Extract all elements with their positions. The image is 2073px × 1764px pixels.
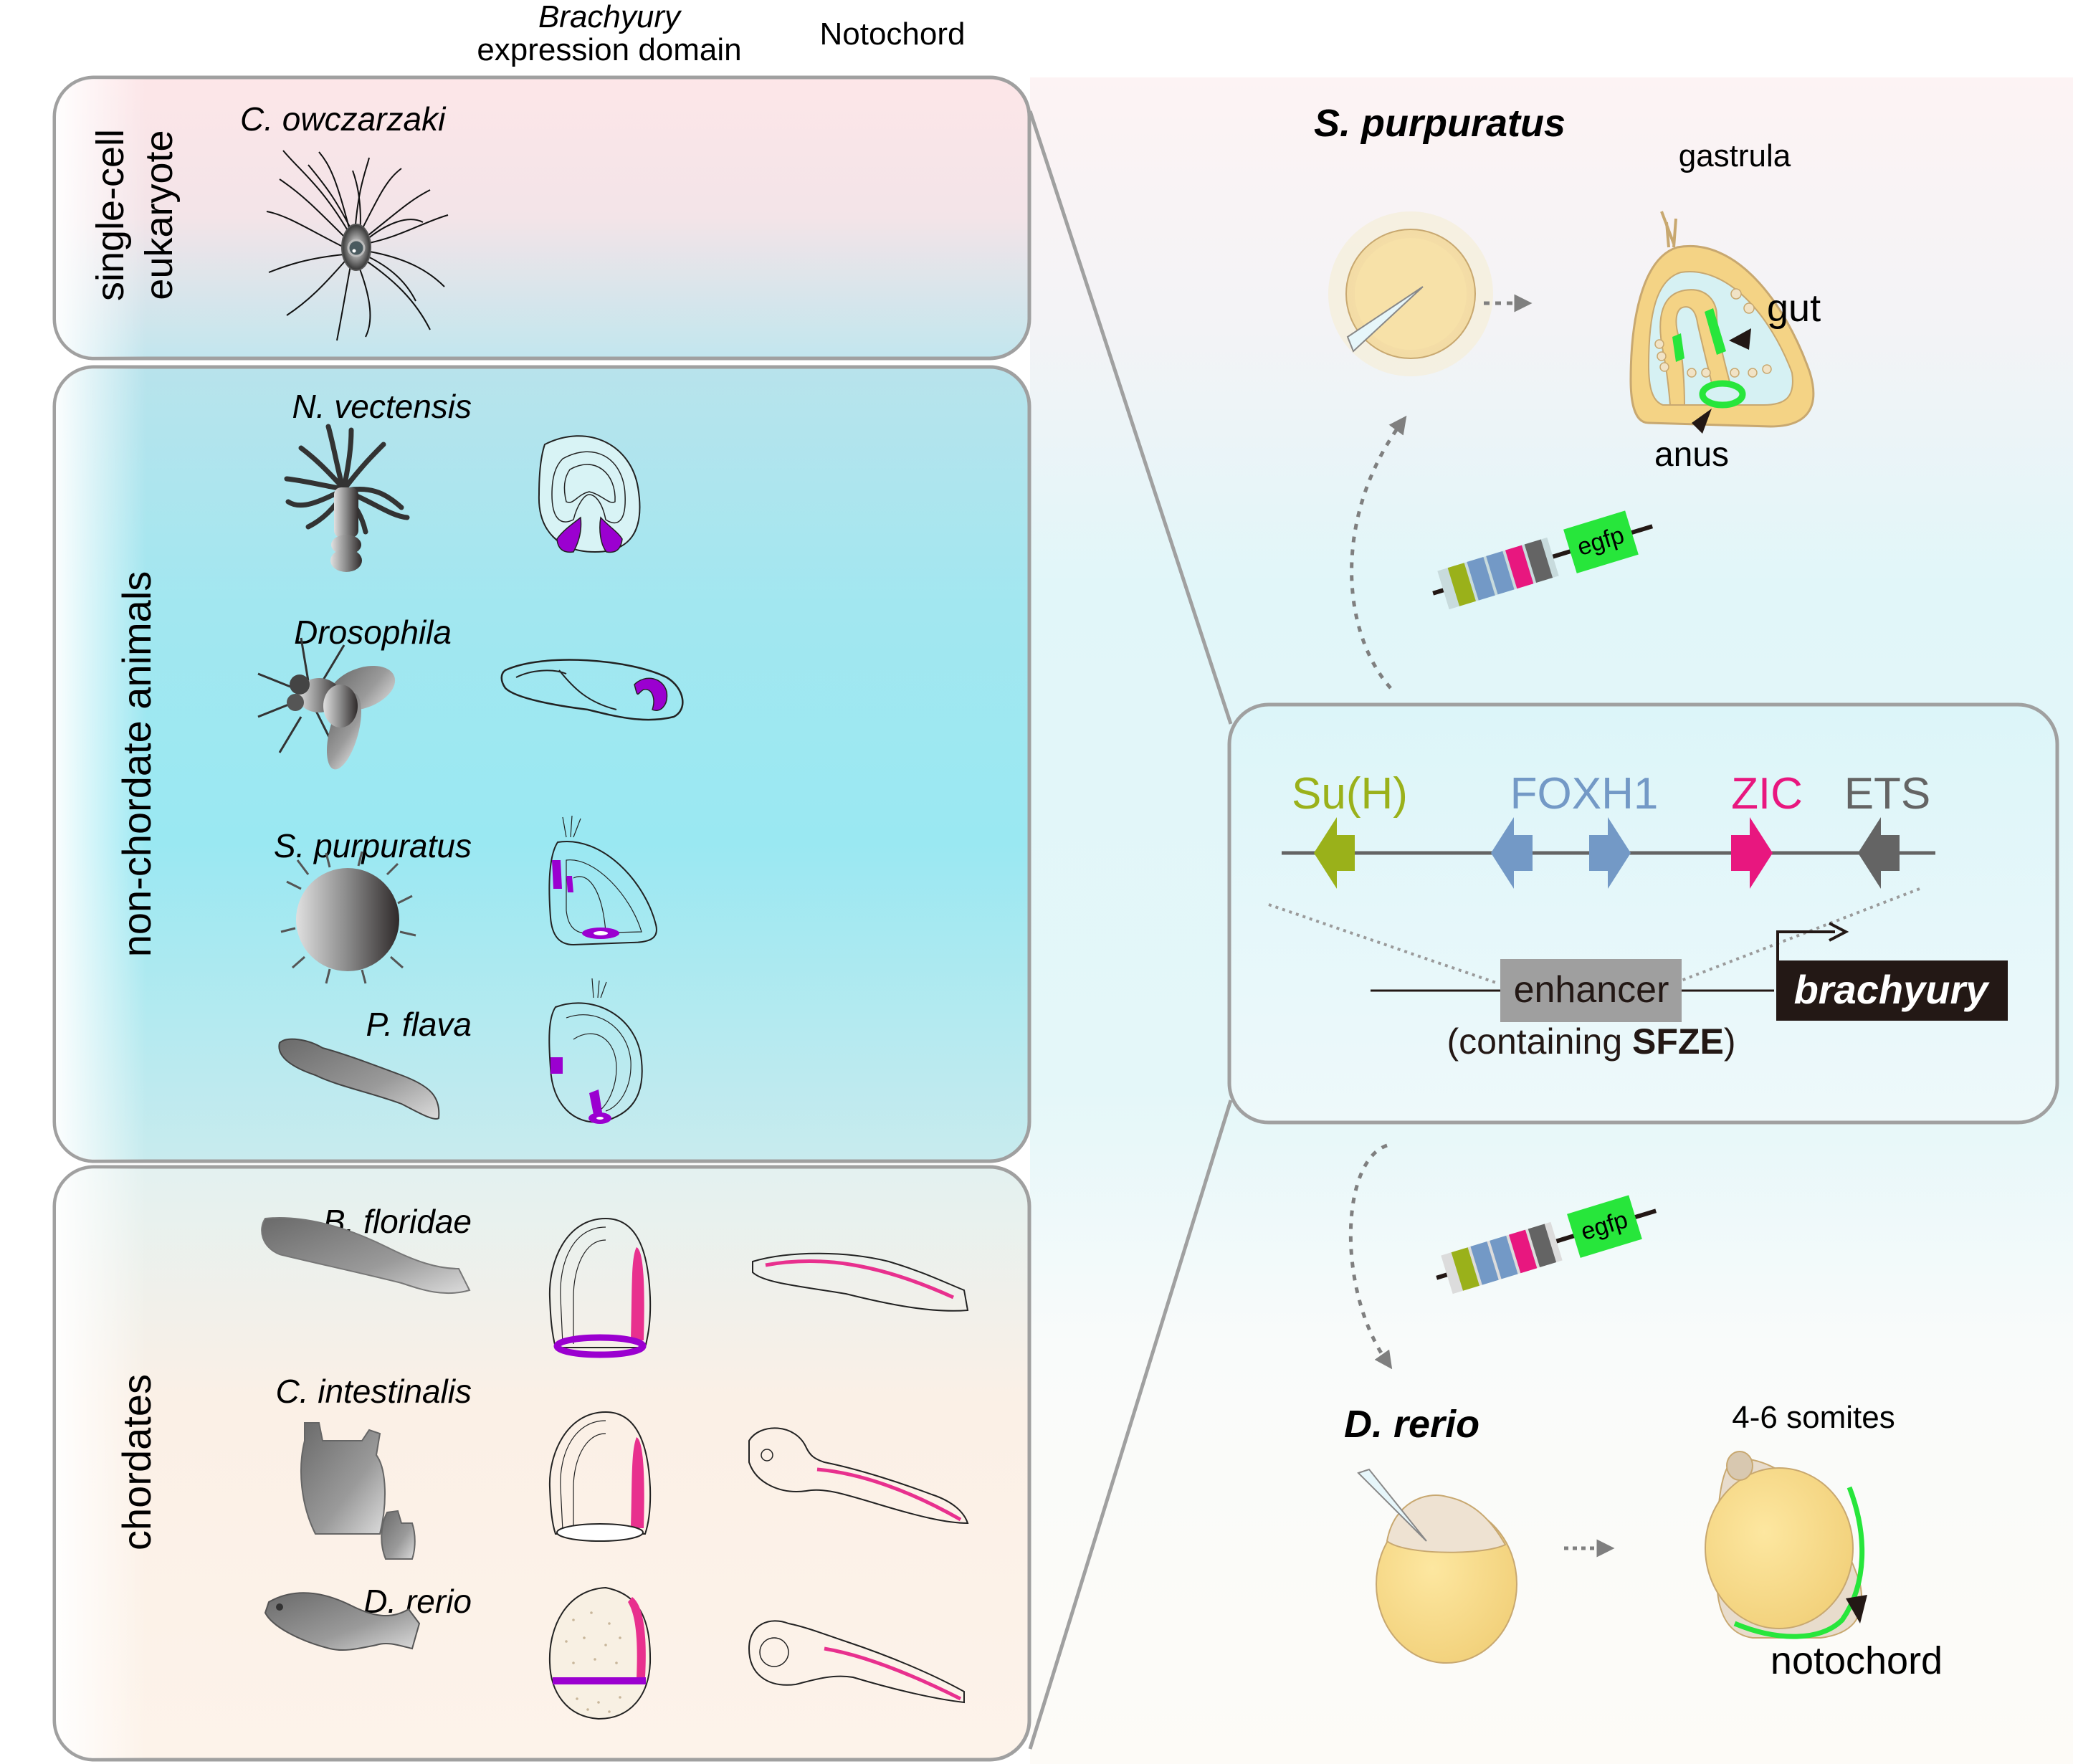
acorn-worm-icon [278,1038,440,1120]
suh-site-arrow-icon [1314,817,1355,889]
header-brachyury-line1: Brachyury [538,0,682,34]
tss-arrow-head [1829,922,1849,942]
box-fade [56,79,357,357]
group-label-line2: eukaryote [138,130,181,300]
expression-domain-s-purpuratus [548,815,657,946]
amphioxus-icon [261,1217,471,1295]
sea-anemone-icon [284,424,410,572]
expression-domain-p-flava [548,978,643,1124]
fruit-fly-icon [257,637,396,770]
tf-label-suh: Su(H) [1292,769,1408,819]
notochord-c-intestinalis [748,1427,969,1525]
tf-label-ets: ETS [1844,769,1931,819]
zoom-dotted-right [1677,887,1920,983]
foxh1-site-arrow-left-icon [1491,817,1533,889]
reporter-construct-top: egfp [1432,510,1654,610]
zebrafish-embryo-icon [1705,1451,1867,1639]
sea-squirt-icon [300,1422,416,1560]
notochord-b-floridae [752,1252,969,1312]
box-fade [56,368,357,1160]
sp-stage-label: gastrula [1679,138,1791,173]
group-non-chordate: non-chordate animals N. vectensis Drosop… [52,365,1031,1163]
notochord-d-rerio [748,1620,965,1704]
species-name: D. rerio [363,1583,472,1620]
ets-site-arrow-icon [1858,817,1900,889]
header-brachyury-line2: expression domain [477,32,741,67]
group-chordates: chordates B. floridae C. intestinalis [52,1165,1031,1762]
species-name: Drosophila [294,614,452,651]
group-single-cell: single-cell eukaryote C. owczarzaki [52,75,1031,361]
enhancer-element [1500,959,1682,1022]
reporter-construct-bottom: egfp [1436,1195,1657,1295]
expression-domain-n-vectensis [538,435,641,553]
sea-urchin-icon [280,851,416,984]
species-name: C. intestinalis [275,1373,472,1410]
zoom-dotted-left [1268,903,1499,985]
group-label-line1: single-cell [89,129,132,301]
anus-label: anus [1654,436,1729,474]
group-label: non-chordate animals [114,571,159,958]
expression-domain-c-intestinalis [548,1411,652,1542]
zoom-connector-top [1028,110,1233,725]
zoom-connector-bottom [1028,1100,1233,1750]
zebrafish-icon [264,1592,421,1651]
brachyury-gene-box [1776,960,2008,1021]
tf-label-foxh1: FOXH1 [1510,769,1659,819]
enhancer-label: enhancer [1514,969,1669,1011]
species-name: N. vectensis [292,388,472,425]
yolk-dots [565,1611,621,1713]
gastrula-icon [1629,211,1815,434]
foxh1-site-arrow-right-icon [1589,817,1631,889]
tss-arrow-icon [1776,930,1835,960]
zebrafish-egg-icon [1357,1468,1517,1664]
species-name: P. flava [366,1006,472,1043]
sea-urchin-egg-icon [1328,211,1493,376]
gut-label: gut [1767,287,1821,330]
group-label: chordates [114,1374,159,1550]
sp-title: S. purpuratus [1314,102,1566,145]
header-notochord: Notochord [819,16,965,52]
species-name: S. purpuratus [274,827,472,864]
zic-site-arrow-icon [1731,817,1773,889]
notochord-label: notochord [1771,1639,1943,1682]
dr-title: D. rerio [1344,1403,1479,1446]
d-rerio-experiment: D. rerio 4-6 somites notochord [1344,1400,1943,1682]
species-name: C. owczarzaki [240,100,447,138]
filasterean-cell-icon [266,150,449,341]
s-purpuratus-experiment: S. purpuratus gastrula [1314,102,1821,690]
dr-stage-label: 4-6 somites [1732,1400,1895,1435]
enhancer-box: Su(H) FOXH1 ZIC ETS enhancer (containing… [1227,702,2059,1125]
expression-domain-drosophila [500,659,684,721]
expression-domain-d-rerio [548,1586,652,1720]
gene-label: brachyury [1794,967,1991,1012]
expression-domain-b-floridae [548,1217,652,1358]
tf-label-zic: ZIC [1731,769,1803,819]
containing-sfze-label: (containing SFZE) [1447,1021,1736,1062]
